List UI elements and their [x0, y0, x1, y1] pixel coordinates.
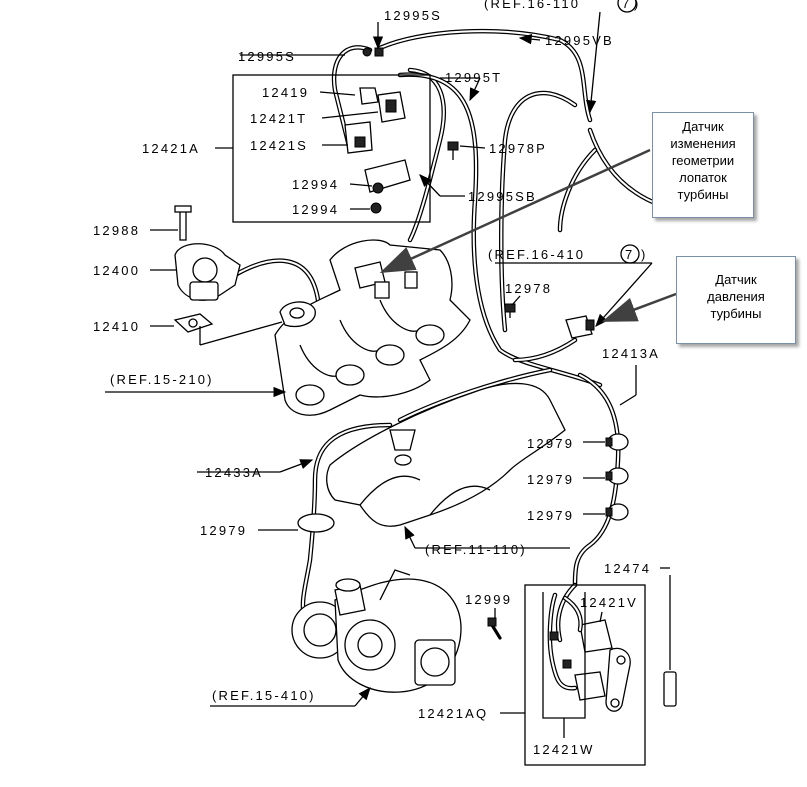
pressure-sensor-part — [565, 315, 595, 339]
label-12400: 12400 — [93, 263, 140, 278]
label-12413a: 12413A — [602, 346, 660, 361]
label-12978p: 12978P — [489, 141, 547, 156]
label-12421aq: 12421AQ — [418, 706, 488, 721]
leader-lines — [105, 11, 670, 738]
callout-pressure-sensor: Датчик давления турбины — [676, 256, 796, 344]
rocker-cover — [326, 382, 566, 527]
label-12979-b: 12979 — [527, 472, 574, 487]
label-12421w: 12421W — [533, 742, 595, 757]
label-12995vb: 12995VB — [545, 33, 614, 48]
gasket-12410 — [173, 301, 316, 333]
solenoid-group-12421aq — [547, 592, 631, 712]
callout-geometry-sensor: Датчик изменения геометрии лопаток турби… — [652, 112, 754, 218]
ref-15-210: (REF.15-210) — [110, 372, 214, 387]
geometry-sensor-part — [354, 261, 418, 299]
solenoid-group — [344, 47, 411, 214]
label-12410: 12410 — [93, 319, 140, 334]
label-12995s: 12995S — [238, 49, 296, 64]
ref-15-410: (REF.15-410) — [212, 688, 316, 703]
assembly-box-12421aq — [524, 584, 646, 766]
hose-clamps — [297, 433, 629, 533]
label-12988: 12988 — [93, 223, 140, 238]
label-12995s-top: 12995S — [384, 8, 442, 23]
turbocharger — [291, 569, 462, 693]
ref-16-410-circle — [620, 244, 640, 264]
bolt-12978p — [447, 141, 459, 160]
label-12433a: 12433A — [205, 465, 263, 480]
reference-labels: (REF.16-110 7 ) (REF.16-410 7 ) (REF.15-… — [110, 0, 648, 703]
label-12994-b: 12994 — [292, 202, 339, 217]
label-12979-c: 12979 — [527, 508, 574, 523]
label-12979-a: 12979 — [527, 436, 574, 451]
bolt-12978 — [504, 303, 516, 318]
label-12421v: 12421V — [580, 595, 638, 610]
ref-16-410-close: ) — [641, 247, 648, 262]
bolt-12999 — [487, 617, 502, 640]
part-labels: 12995S 12995S 12995VB 12995T 12419 12421… — [93, 8, 660, 757]
part-12474 — [663, 575, 677, 707]
label-12474: 12474 — [604, 561, 651, 576]
valve-12400 — [174, 205, 241, 301]
label-12978: 12978 — [505, 281, 552, 296]
label-12994-a: 12994 — [292, 177, 339, 192]
ref-16-110: (REF.16-110 — [484, 0, 580, 11]
label-12979-d: 12979 — [200, 523, 247, 538]
ref-16-410: (REF.16-410 — [488, 247, 585, 262]
label-12419: 12419 — [262, 85, 309, 100]
geometry-sensor-arrow — [379, 148, 651, 274]
ref-16-110-close: ) — [634, 0, 641, 11]
pressure-sensor-arrow — [601, 292, 677, 323]
label-12421a: 12421A — [142, 141, 200, 156]
label-12995t: 12995T — [445, 70, 502, 85]
ref-11-110: (REF.11-110) — [425, 542, 527, 557]
label-12995sb: 12995SB — [468, 189, 537, 204]
label-12421t: 12421T — [250, 111, 307, 126]
label-12421s: 12421S — [250, 138, 308, 153]
ref-16-410-num: 7 — [625, 247, 634, 262]
ref-16-110-circle — [617, 0, 637, 13]
ref-16-110-num: 7 — [622, 0, 631, 11]
intake-manifold — [274, 239, 471, 416]
label-12999: 12999 — [465, 592, 512, 607]
